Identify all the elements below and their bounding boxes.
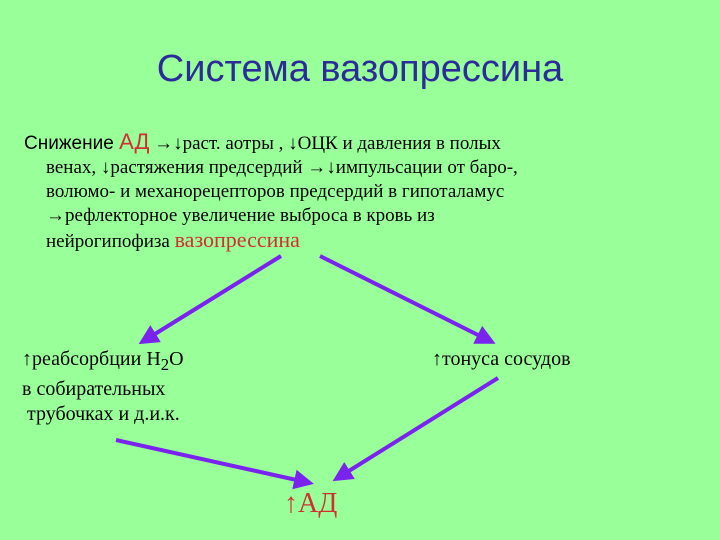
lead-word: Снижение xyxy=(24,133,120,154)
node-vascular-tone: ↑тонуса сосудов xyxy=(432,348,571,370)
arrow-reabsorption-to-ad xyxy=(115,438,314,490)
node-reabsorption: ↑реабсорбции Н2О в собирательных трубочк… xyxy=(22,347,184,427)
paragraph-line-2: венах, ↓растяжения предсердий →↓импульса… xyxy=(46,157,518,178)
arrow-to-vascular-tone xyxy=(319,254,496,344)
paragraph-line-1: Снижение АД →↓раст. аотры , ↓ОЦК и давле… xyxy=(24,130,704,156)
lead-ad: АД xyxy=(119,129,150,154)
node-blood-pressure: ↑АД xyxy=(284,488,338,519)
vasopressin-label: вазопрессина xyxy=(174,227,300,252)
arrow-tone-to-ad xyxy=(332,376,500,482)
paragraph-line-4: →рефлекторное увеличение выброса в кровь… xyxy=(46,205,435,226)
node-left-l1-sub: 2 xyxy=(160,355,170,374)
node-left-line-1: ↑реабсорбции Н2О xyxy=(22,347,184,377)
node-left-line-3: трубочках и д.и.к. xyxy=(22,403,180,425)
node-left-line-2: в собирательных xyxy=(22,378,166,400)
paragraph-line-5: нейрогипофиза вазопрессина xyxy=(24,228,704,254)
line-5-text: нейрогипофиза xyxy=(46,231,175,252)
node-left-l1-post: О xyxy=(169,348,184,370)
line-1-rest: →↓раст. аотры , ↓ОЦК и давления в полых xyxy=(149,133,501,154)
arrow-to-reabsorption xyxy=(138,254,283,345)
paragraph-line-3: волюмо- и механорецепторов предсердий в … xyxy=(46,181,505,202)
node-left-l1-pre: ↑реабсорбции Н xyxy=(22,348,161,370)
slide-title: Система вазопрессина xyxy=(156,48,564,90)
cause-paragraph: Снижение АД →↓раст. аотры , ↓ОЦК и давле… xyxy=(24,130,704,254)
